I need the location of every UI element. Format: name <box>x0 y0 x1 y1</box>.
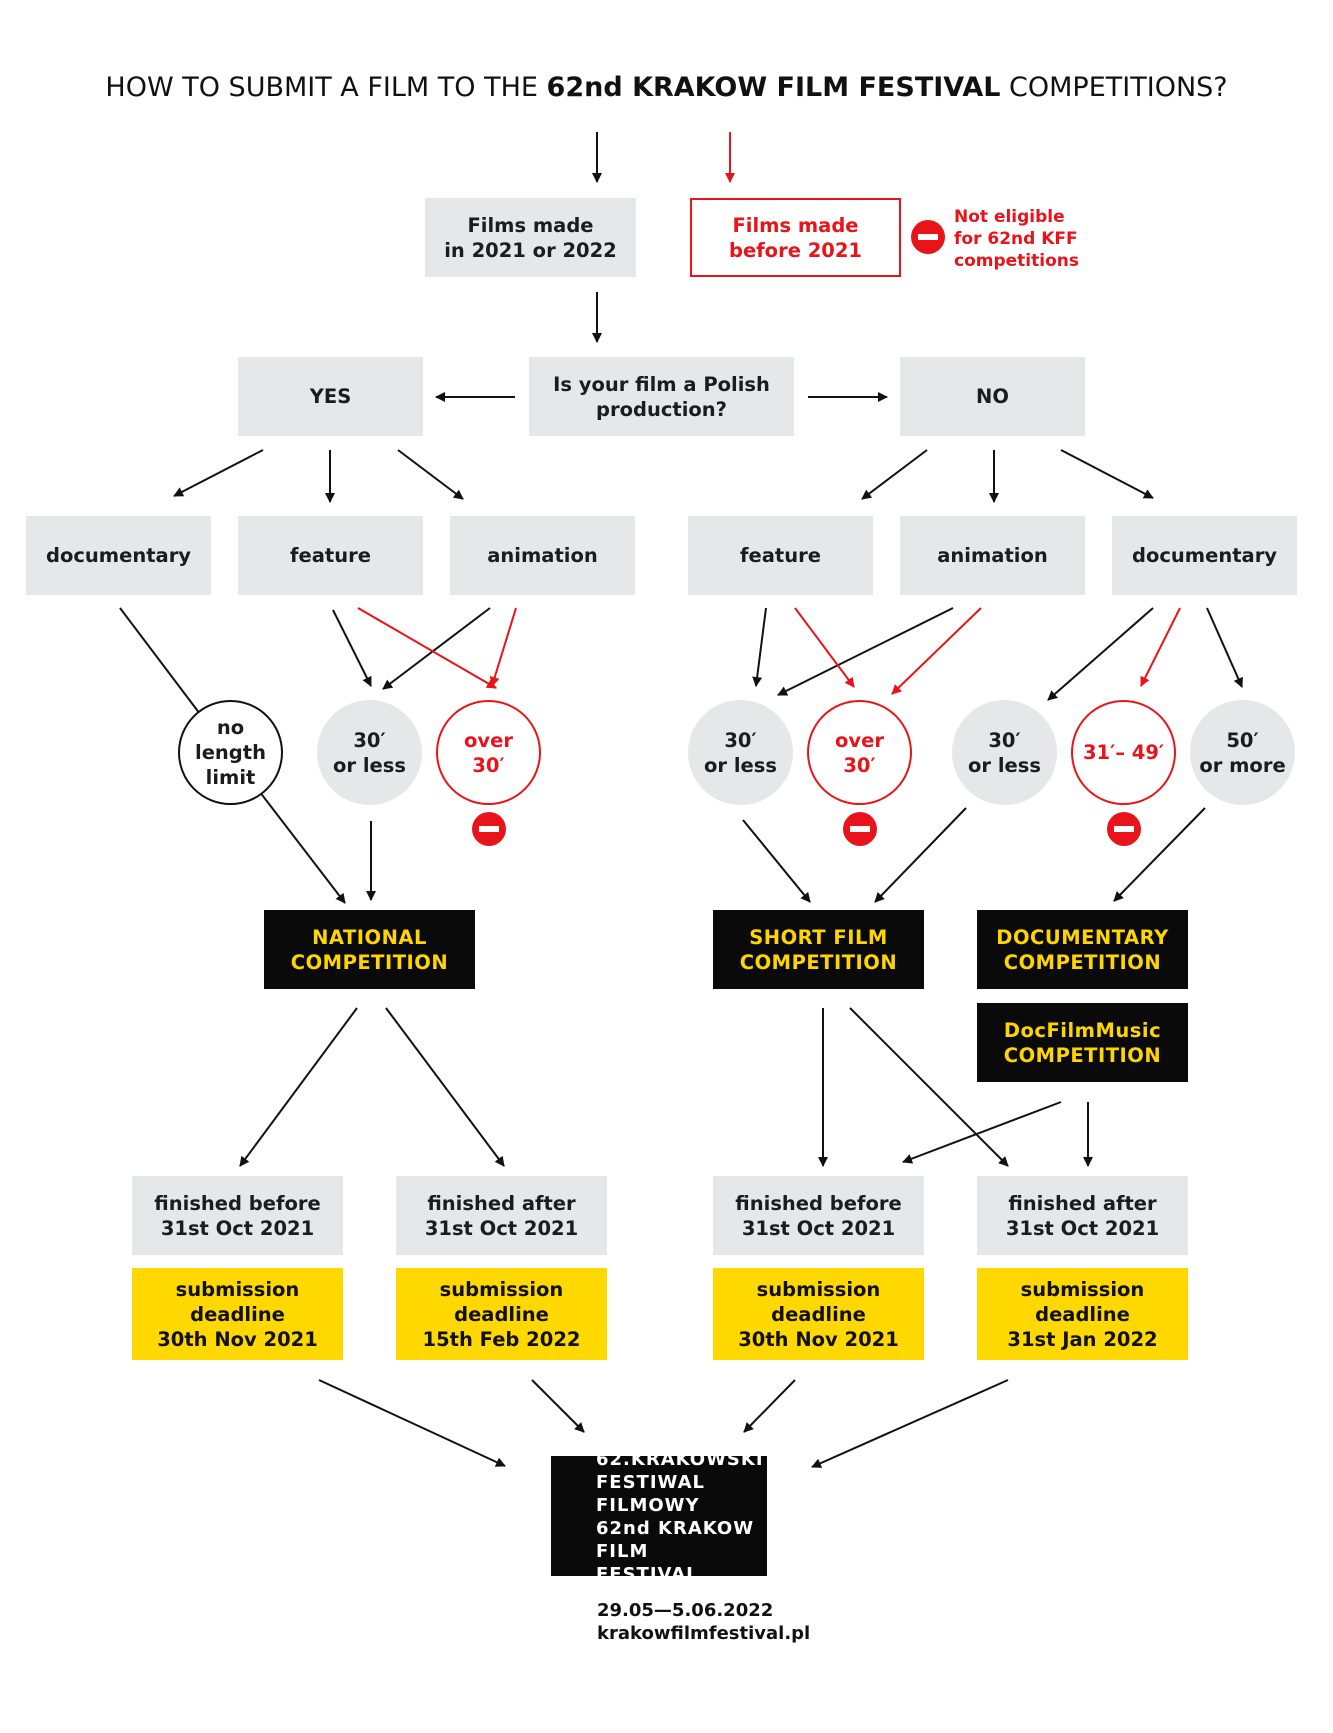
polish-documentary-box: documentary <box>26 516 211 595</box>
festival-dates: 29.05—5.06.2022 <box>597 1600 774 1621</box>
national-competition-box: NATIONAL COMPETITION <box>264 910 475 989</box>
arrow-deadline3-festival <box>743 1379 796 1433</box>
no-entry-icon <box>911 220 945 254</box>
polish-feature-box: feature <box>238 516 423 595</box>
eligible-films-box: Films made in 2021 or 2022 <box>425 198 636 277</box>
not-eligible-note: Not eligible for 62nd KFF competitions <box>954 207 1079 271</box>
arrow-feature-long-int <box>794 607 855 688</box>
arrow-documentary-doc-short <box>1047 607 1154 701</box>
answer-no: NO <box>900 357 1085 436</box>
answer-yes: YES <box>238 357 423 436</box>
arrow-animation-long-pl <box>489 607 517 687</box>
arrow-documentary-doc-mid <box>1140 607 1181 687</box>
doc-31-49-circle: 31′– 49′ <box>1071 700 1176 805</box>
documentary-competition-box: DOCUMENTARY COMPETITION <box>977 910 1188 989</box>
arrow-no-documentary <box>1060 449 1154 499</box>
arrow-feature-long-pl <box>357 607 497 689</box>
docfilmmusic-competition-box: DocFilmMusic COMPETITION <box>977 1003 1188 1082</box>
deadline-box-3: submission deadline 30th Nov 2021 <box>713 1268 924 1360</box>
arrow-national-after <box>385 1007 505 1167</box>
polish-30-or-less-circle: 30′ or less <box>317 700 422 805</box>
foreign-feature-box: feature <box>688 516 873 595</box>
foreign-documentary-box: documentary <box>1112 516 1297 595</box>
arrow-feature-short-int <box>752 607 767 687</box>
int-finished-after-box: finished after 31st Oct 2021 <box>977 1176 1188 1255</box>
arrow-music-before <box>902 1101 1062 1164</box>
arrow-documentary-doc-long <box>1206 607 1243 688</box>
page-title: HOW TO SUBMIT A FILM TO THE 62nd KRAKOW … <box>105 72 1228 103</box>
no-entry-icon <box>472 812 506 846</box>
no-length-limit-circle: no length limit <box>178 700 283 805</box>
polish-production-question: Is your film a Polish production? <box>529 357 794 436</box>
arrow-national-before <box>239 1007 358 1167</box>
foreign-30-or-less-circle: 30′ or less <box>688 700 793 805</box>
arrow-animation-short-pl <box>382 607 491 690</box>
no-entry-icon <box>843 812 877 846</box>
arrow-animation-short-int <box>777 607 954 696</box>
arrow-doc-long-doc-comp <box>1113 807 1206 902</box>
festival-url: krakowfilmfestival.pl <box>597 1623 811 1644</box>
arrow-no-feature <box>861 449 928 500</box>
footer-info: 29.05—5.06.2022 krakowfilmfestival.pl <box>597 1599 810 1645</box>
doc-30-or-less-circle: 30′ or less <box>952 700 1057 805</box>
polish-animation-box: animation <box>450 516 635 595</box>
arrow-feature-short-pl <box>332 609 372 687</box>
polish-over-30-circle: over 30′ <box>436 700 541 805</box>
arrow-deadline4-festival <box>811 1379 1009 1468</box>
deadline-box-4: submission deadline 31st Jan 2022 <box>977 1268 1188 1360</box>
national-finished-before-box: finished before 31st Oct 2021 <box>132 1176 343 1255</box>
national-finished-after-box: finished after 31st Oct 2021 <box>396 1176 607 1255</box>
doc-50-or-more-circle: 50′ or more <box>1190 700 1295 805</box>
no-entry-icon <box>1107 812 1141 846</box>
arrow-deadline1-festival <box>318 1379 506 1467</box>
foreign-animation-box: animation <box>900 516 1085 595</box>
arrow-yes-documentary <box>173 449 264 497</box>
arrow-yes-animation <box>397 449 464 500</box>
festival-logo: 62.KRAKOWSKI FESTIWAL FILMOWY 62nd KRAKO… <box>551 1456 767 1576</box>
deadline-box-2: submission deadline 15th Feb 2022 <box>396 1268 607 1360</box>
int-finished-before-box: finished before 31st Oct 2021 <box>713 1176 924 1255</box>
foreign-over-30-circle: over 30′ <box>807 700 912 805</box>
deadline-box-1: submission deadline 30th Nov 2021 <box>132 1268 343 1360</box>
arrow-short-int-short-comp <box>742 819 811 903</box>
ineligible-films-box: Films made before 2021 <box>690 198 901 277</box>
arrow-animation-long-int <box>891 607 982 695</box>
arrow-doc-short-short-comp <box>874 807 967 903</box>
short-film-competition-box: SHORT FILM COMPETITION <box>713 910 924 989</box>
arrow-short-comp-after <box>849 1007 1009 1167</box>
arrow-deadline2-festival <box>531 1379 585 1433</box>
